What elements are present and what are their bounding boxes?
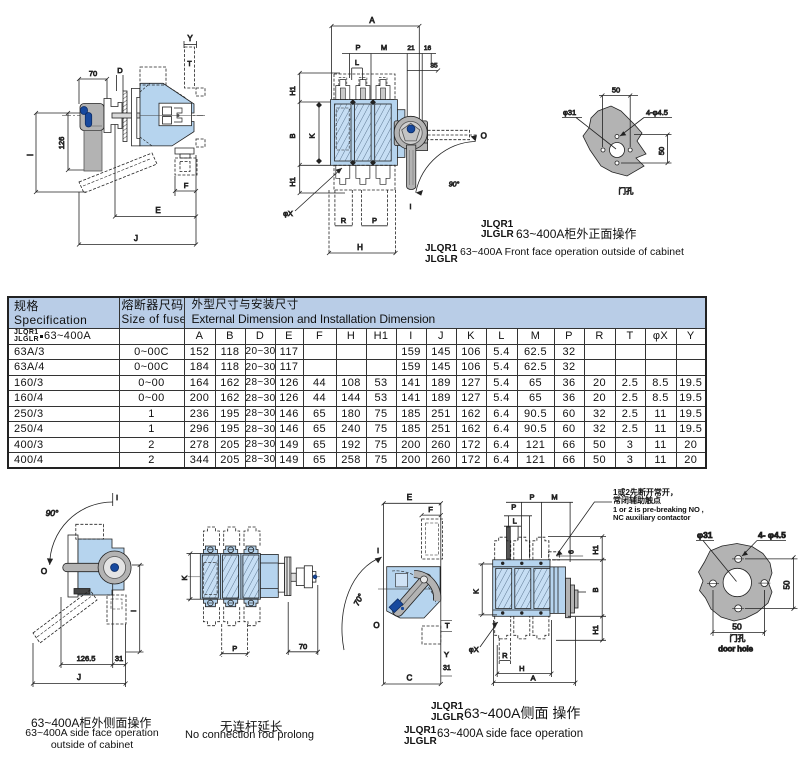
svg-text:70: 70 (299, 642, 307, 651)
svg-text:K: K (308, 133, 317, 138)
svg-text:90°: 90° (449, 181, 460, 189)
svg-text:4- φ4.5: 4- φ4.5 (758, 530, 786, 540)
svg-text:C: C (407, 674, 413, 683)
svg-text:F: F (428, 505, 433, 514)
svg-text:D: D (117, 66, 123, 75)
svg-text:70°: 70° (352, 592, 366, 608)
svg-text:E: E (155, 206, 160, 215)
svg-text:O: O (373, 621, 379, 630)
svg-text:φX: φX (469, 645, 479, 654)
svg-text:P: P (355, 43, 360, 52)
svg-text:K: K (180, 575, 189, 580)
svg-text:Y: Y (187, 34, 193, 43)
svg-text:I: I (410, 204, 412, 211)
svg-text:6: 6 (569, 550, 576, 554)
svg-text:21: 21 (407, 45, 415, 52)
svg-text:R: R (341, 216, 347, 225)
svg-text:126: 126 (57, 137, 66, 150)
svg-text:31: 31 (115, 654, 123, 663)
svg-text:J: J (77, 673, 81, 682)
svg-text:H1: H1 (591, 625, 600, 635)
svg-text:B: B (288, 133, 297, 138)
svg-text:P: P (372, 216, 377, 225)
svg-text:H: H (519, 664, 524, 673)
svg-text:A: A (531, 674, 536, 683)
svg-text:126.5: 126.5 (77, 654, 96, 663)
svg-text:I: I (116, 493, 118, 502)
svg-text:J: J (134, 234, 138, 243)
svg-text:P: P (232, 644, 237, 653)
svg-text:φX: φX (283, 209, 293, 218)
svg-text:φ31: φ31 (697, 530, 713, 540)
svg-text:B: B (591, 587, 600, 592)
svg-text:50: 50 (732, 622, 742, 632)
svg-text:H: H (357, 243, 363, 252)
svg-text:I: I (129, 610, 138, 612)
svg-text:H1: H1 (288, 177, 297, 187)
svg-text:R: R (502, 651, 508, 660)
svg-text:O: O (481, 131, 487, 140)
svg-text:M: M (551, 493, 557, 502)
svg-text:M: M (381, 43, 387, 52)
svg-text:Y: Y (444, 650, 449, 659)
svg-text:31: 31 (443, 665, 451, 672)
svg-text:F: F (184, 181, 189, 190)
svg-text:50: 50 (657, 147, 666, 155)
svg-text:90°: 90° (46, 508, 59, 518)
svg-text:I: I (377, 546, 379, 555)
svg-text:K: K (472, 589, 481, 594)
svg-text:I: I (26, 154, 35, 156)
svg-text:门孔: 门孔 (730, 633, 746, 643)
svg-text:door hole: door hole (718, 645, 753, 654)
svg-text:4-φ4.5: 4-φ4.5 (646, 108, 668, 117)
svg-text:T: T (187, 61, 192, 68)
svg-text:16: 16 (424, 45, 432, 52)
svg-text:L: L (355, 58, 359, 67)
svg-text:70: 70 (89, 69, 97, 78)
svg-text:H1: H1 (591, 545, 600, 555)
svg-text:E: E (407, 493, 412, 502)
svg-text:O: O (41, 567, 47, 576)
svg-text:35: 35 (430, 63, 438, 70)
svg-text:A: A (369, 16, 375, 25)
svg-text:P: P (511, 503, 516, 512)
svg-text:50: 50 (783, 580, 792, 589)
svg-text:50: 50 (612, 86, 620, 95)
svg-text:P: P (529, 493, 534, 502)
svg-text:T: T (445, 621, 450, 630)
svg-text:φ31: φ31 (563, 108, 576, 117)
svg-text:门孔: 门孔 (619, 187, 634, 196)
svg-text:L: L (513, 517, 517, 526)
svg-text:H1: H1 (288, 86, 297, 96)
